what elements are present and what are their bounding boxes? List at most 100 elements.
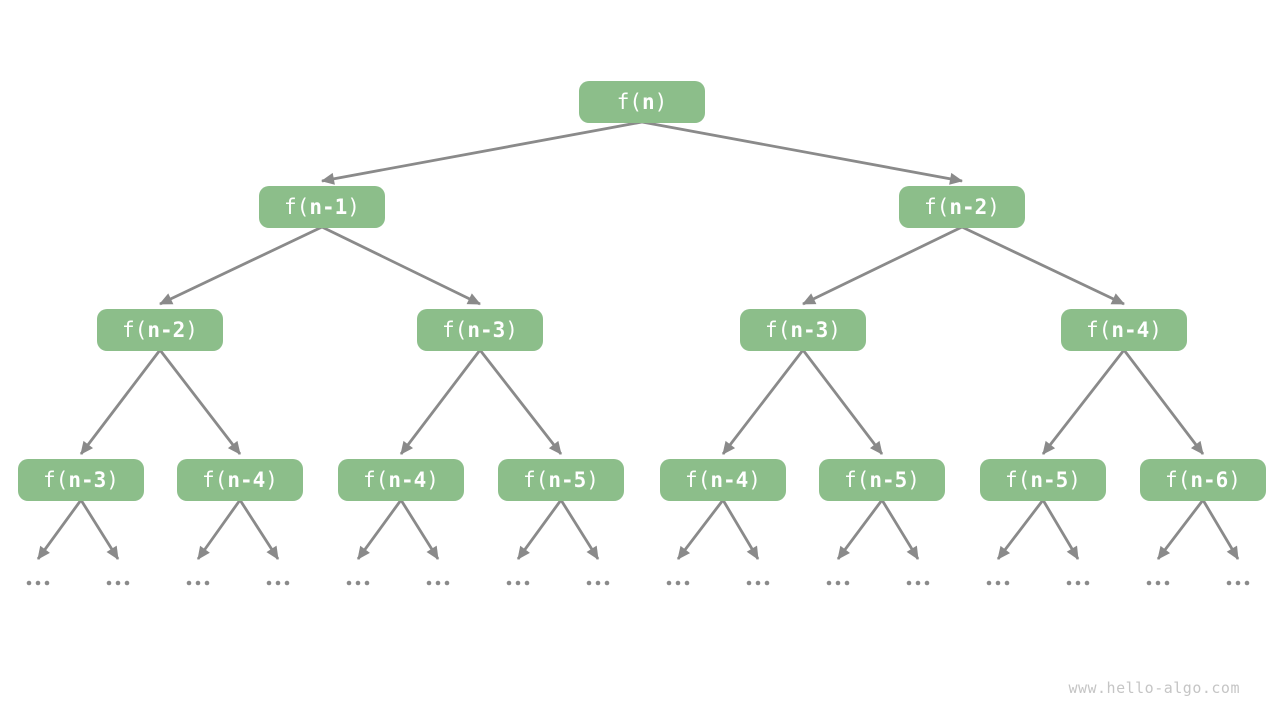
ellipsis-dot [1066, 580, 1072, 586]
edge-n0-n2 [641, 120, 963, 185]
ellipsis-dot [764, 580, 770, 586]
tree-node-n12: f(n-5) [819, 459, 945, 501]
node-label-suffix: ) [828, 317, 841, 342]
node-label-suffix: ) [347, 194, 360, 219]
edge-n10-ellipsis-7 [559, 499, 600, 560]
edge-n12-ellipsis-11 [880, 499, 920, 560]
ellipsis-9 [746, 580, 770, 586]
ellipsis-dot [604, 580, 610, 586]
edge-n10-ellipsis-6 [516, 499, 563, 560]
ellipsis-dot [844, 580, 850, 586]
node-label-prefix: f( [284, 194, 310, 219]
ellipsis-12 [986, 580, 1010, 586]
ellipsis-dot [346, 580, 352, 586]
node-label-prefix: f( [442, 317, 468, 342]
tree-node-n9: f(n-4) [338, 459, 464, 501]
node-label-prefix: f( [616, 89, 642, 114]
tree-node-n1: f(n-1) [259, 186, 385, 228]
edge-n8-ellipsis-3 [238, 499, 280, 560]
ellipsis-dot [666, 580, 672, 586]
node-label-suffix: ) [426, 467, 439, 492]
ellipsis-dot [26, 580, 32, 586]
node-label-arg: n-4 [388, 467, 427, 492]
edge-lines [36, 120, 1240, 560]
ellipsis-dot [826, 580, 832, 586]
ellipsis-dot [186, 580, 192, 586]
node-label-suffix: ) [185, 317, 198, 342]
node-label-prefix: f( [1086, 317, 1112, 342]
ellipsis-dot [106, 580, 112, 586]
node-label-suffix: ) [586, 467, 599, 492]
edge-n6-n14 [1122, 349, 1205, 455]
ellipsis-dot [755, 580, 761, 586]
edge-n7-ellipsis-0 [36, 499, 83, 560]
edge-n9-ellipsis-4 [356, 499, 403, 560]
ellipsis-2 [186, 580, 210, 586]
node-label-prefix: f( [202, 467, 228, 492]
ellipsis-dot [986, 580, 992, 586]
ellipsis-dots [26, 580, 1250, 586]
ellipsis-dot [906, 580, 912, 586]
ellipsis-dot [195, 580, 201, 586]
node-label-arg: n [641, 89, 655, 114]
tree-node-n14: f(n-6) [1140, 459, 1266, 501]
ellipsis-dot [835, 580, 841, 586]
ellipsis-dot [124, 580, 130, 586]
ellipsis-dot [284, 580, 290, 586]
edge-n0-n1 [321, 120, 643, 185]
node-label-prefix: f( [685, 467, 711, 492]
node-label-prefix: f( [1165, 467, 1191, 492]
ellipsis-dot [444, 580, 450, 586]
ellipsis-dot [1155, 580, 1161, 586]
edge-n2-n5 [802, 225, 963, 306]
edge-n13-ellipsis-12 [996, 499, 1045, 560]
edge-n13-ellipsis-13 [1041, 499, 1080, 560]
node-label-arg: n-3 [467, 317, 506, 342]
ellipsis-dot [524, 580, 530, 586]
ellipsis-dot [1004, 580, 1010, 586]
node-label-suffix: ) [1068, 467, 1081, 492]
edge-n5-n12 [801, 349, 884, 455]
tree-node-n10: f(n-5) [498, 459, 624, 501]
node-label-prefix: f( [844, 467, 870, 492]
tree-node-n6: f(n-4) [1061, 309, 1187, 351]
node-label-arg: n-5 [1030, 467, 1069, 492]
node-label-suffix: ) [1228, 467, 1241, 492]
ellipsis-5 [426, 580, 450, 586]
ellipsis-14 [1146, 580, 1170, 586]
node-label-arg: n-5 [869, 467, 908, 492]
edge-n4-n10 [478, 349, 563, 455]
node-label-suffix: ) [907, 467, 920, 492]
ellipsis-13 [1066, 580, 1090, 586]
ellipsis-dot [1146, 580, 1152, 586]
node-label-arg: n-3 [790, 317, 829, 342]
edge-n11-ellipsis-9 [721, 499, 760, 560]
ellipsis-6 [506, 580, 530, 586]
ellipsis-dot [675, 580, 681, 586]
ellipsis-dot [435, 580, 441, 586]
ellipsis-dot [924, 580, 930, 586]
tree-node-n4: f(n-3) [417, 309, 543, 351]
node-label-suffix: ) [987, 194, 1000, 219]
ellipsis-dot [684, 580, 690, 586]
ellipsis-dot [995, 580, 1001, 586]
ellipsis-0 [26, 580, 50, 586]
ellipsis-dot [204, 580, 210, 586]
ellipsis-dot [115, 580, 121, 586]
node-label-arg: n-1 [309, 194, 348, 219]
ellipsis-dot [595, 580, 601, 586]
edge-n12-ellipsis-10 [836, 499, 884, 560]
ellipsis-dot [586, 580, 592, 586]
edge-n7-ellipsis-1 [79, 499, 120, 560]
ellipsis-dot [355, 580, 361, 586]
ellipsis-dot [275, 580, 281, 586]
edge-n6-n13 [1041, 349, 1126, 455]
ellipsis-dot [426, 580, 432, 586]
watermark: www.hello-algo.com [1068, 679, 1240, 697]
edge-n8-ellipsis-2 [196, 499, 242, 560]
node-label-suffix: ) [106, 467, 119, 492]
edge-n11-ellipsis-8 [676, 499, 725, 560]
ellipsis-dot [35, 580, 41, 586]
ellipsis-dot [506, 580, 512, 586]
ellipsis-15 [1226, 580, 1250, 586]
